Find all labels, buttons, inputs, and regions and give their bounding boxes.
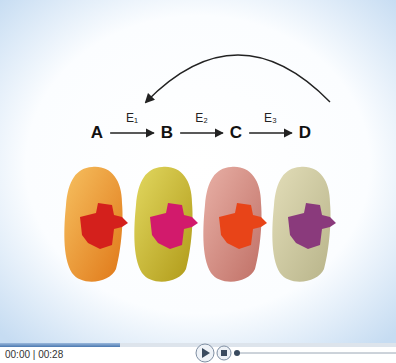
metabolite-node: C	[226, 122, 246, 145]
enzyme	[64, 167, 128, 282]
metabolite-letter: C	[230, 124, 242, 143]
reaction-arrow	[180, 132, 223, 133]
metabolite-letter: B	[161, 124, 173, 143]
stop-icon	[221, 350, 227, 356]
reaction-arrow	[110, 132, 154, 133]
enzyme-label: E₁	[126, 112, 138, 125]
progress-track	[0, 343, 396, 347]
metabolite-node: D	[295, 122, 315, 145]
player-bar	[0, 343, 396, 363]
play-icon	[202, 348, 210, 358]
stop-button	[217, 346, 231, 360]
panel	[0, 0, 396, 343]
metabolite-node: B	[157, 122, 177, 145]
enzyme-label: E₃	[264, 112, 277, 125]
enzyme	[203, 167, 267, 282]
reaction-arrow	[249, 132, 292, 133]
play-button	[196, 344, 214, 362]
metabolite-letter: D	[299, 124, 311, 143]
enzyme	[134, 167, 198, 282]
slider-knob	[234, 350, 240, 356]
progress-fill	[0, 343, 120, 347]
enzyme-label: E₂	[195, 112, 208, 125]
feedback-arrow	[146, 55, 330, 102]
metabolite-letter: A	[91, 124, 103, 143]
volume-slider	[234, 353, 396, 354]
enzyme	[272, 167, 336, 282]
time-display: 00:00 | 00:28	[5, 349, 63, 360]
metabolite-node: A	[87, 122, 107, 145]
